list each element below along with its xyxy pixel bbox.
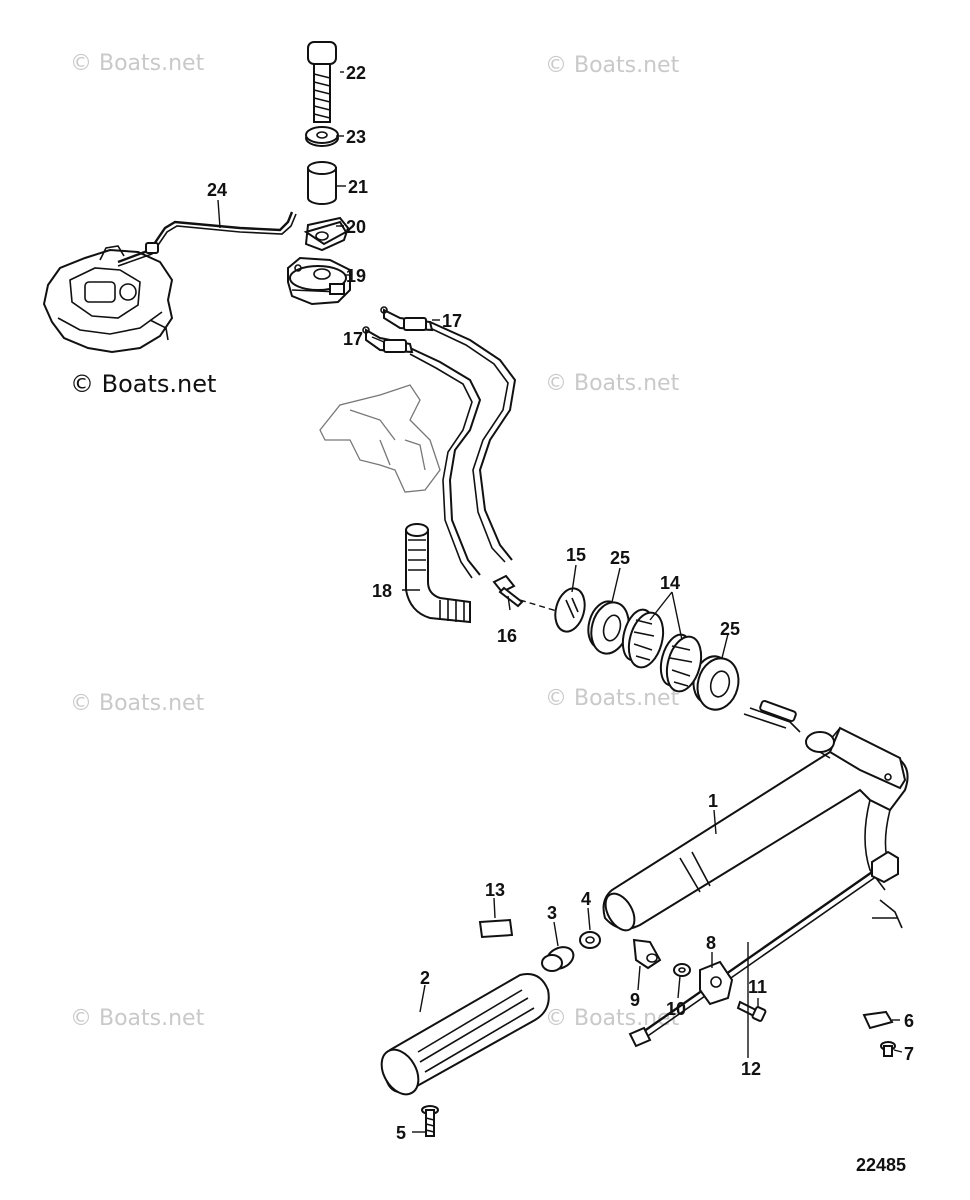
throttle-cables-17 [362, 306, 517, 579]
callout-7: 7 [904, 1044, 914, 1064]
clip-6 [862, 1010, 894, 1030]
grommet-25b [692, 655, 740, 711]
callout-10: 10 [666, 999, 686, 1019]
gear-14a [621, 608, 665, 669]
screw-16 [492, 574, 561, 613]
link-rod-24 [117, 211, 297, 267]
gear-14b [659, 633, 703, 693]
nut-4 [579, 931, 601, 949]
callout-25-lower: 25 [720, 619, 740, 639]
watermark-carburetor: © Boats.net [70, 370, 216, 398]
callout-21: 21 [348, 177, 368, 197]
bolt-22 [307, 41, 337, 123]
decal-13 [478, 918, 514, 939]
screw-5 [421, 1105, 439, 1137]
grommet-25a [587, 600, 630, 655]
plate-15 [554, 587, 586, 633]
callout-13: 13 [485, 880, 505, 900]
spring-10 [673, 963, 691, 977]
callout-6: 6 [904, 1011, 914, 1031]
callout-16: 16 [497, 626, 517, 646]
bracket-ghost-illustration [319, 384, 441, 493]
hose-18 [405, 523, 471, 624]
callout-24: 24 [207, 180, 227, 200]
knob-9 [632, 938, 662, 970]
bushing-3 [541, 946, 575, 972]
carburetor-illustration [42, 245, 174, 354]
grip-2 [380, 973, 550, 1096]
callout-1: 1 [708, 791, 718, 811]
callout-22: 22 [346, 63, 366, 83]
washer-23 [305, 126, 339, 147]
callout-2: 2 [420, 968, 430, 988]
throttle-cam-19 [287, 256, 351, 306]
leader-lines [217, 71, 903, 1133]
callout-11: 11 [748, 977, 767, 997]
tiller-handle-1 [602, 699, 909, 932]
callout-4: 4 [581, 889, 591, 909]
callout-8: 8 [706, 933, 716, 953]
callout-17-lower: 17 [343, 329, 363, 349]
callout-23: 23 [346, 127, 366, 147]
callout-20: 20 [346, 217, 366, 237]
watermark-center: © Boats.net [545, 686, 680, 711]
sleeve-21 [307, 161, 337, 205]
watermark-top-right: © Boats.net [545, 53, 680, 78]
callout-14: 14 [660, 573, 680, 593]
cam-20 [303, 216, 350, 252]
drawing-number: 22485 [856, 1155, 906, 1175]
watermark-mid-left: © Boats.net [70, 691, 205, 716]
watermark-top-left: © Boats.net [70, 51, 205, 76]
cable-12 [628, 850, 899, 1048]
clamp-8 [699, 960, 734, 1006]
callout-9: 9 [630, 990, 640, 1010]
screw-7 [880, 1041, 896, 1057]
callout-17-upper: 17 [442, 311, 462, 331]
screw-11 [736, 1000, 767, 1022]
callout-5: 5 [396, 1123, 406, 1143]
callout-12: 12 [741, 1059, 761, 1079]
callout-3: 3 [547, 903, 557, 923]
watermark-mid-right: © Boats.net [545, 371, 680, 396]
watermark-bottom-left: © Boats.net [70, 1006, 205, 1031]
callout-25-upper: 25 [610, 548, 630, 568]
callout-15: 15 [566, 545, 586, 565]
callout-19: 19 [346, 266, 366, 286]
callout-18: 18 [372, 581, 392, 601]
watermark-bottom-center: © Boats.net [545, 1006, 680, 1031]
